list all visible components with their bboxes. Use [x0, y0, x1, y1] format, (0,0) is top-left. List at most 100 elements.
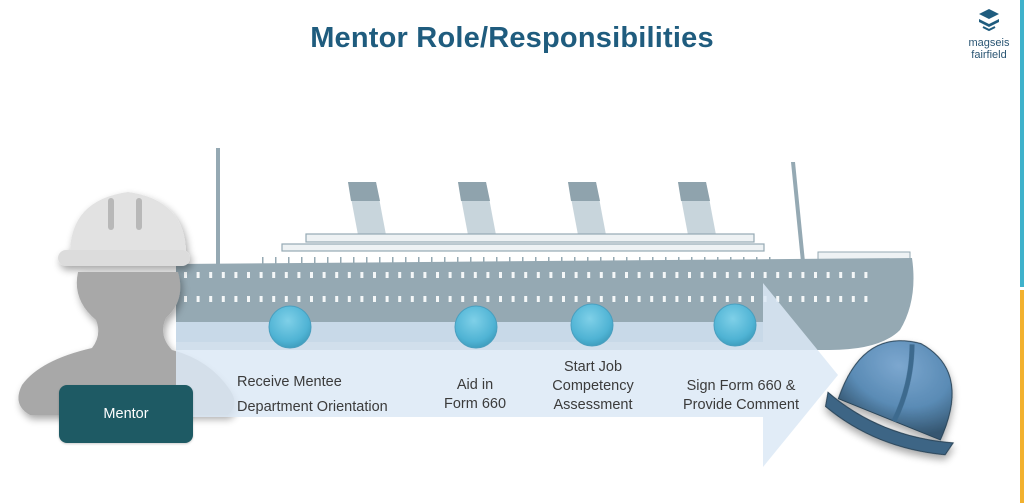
porthole [436, 272, 439, 278]
porthole [574, 272, 578, 278]
white-hardhat-icon [58, 192, 190, 266]
porthole [461, 272, 465, 278]
porthole [612, 272, 616, 278]
rail-post [691, 257, 693, 264]
porthole [688, 296, 691, 302]
rail-post [470, 257, 472, 264]
porthole [259, 272, 263, 278]
porthole [587, 296, 591, 302]
stacked-layers-icon [979, 9, 999, 32]
porthole [675, 296, 679, 302]
porthole [625, 296, 628, 302]
porthole [662, 272, 666, 278]
rail-post [587, 257, 589, 264]
porthole [511, 272, 515, 278]
ship-upper-deck [305, 233, 755, 243]
porthole [310, 296, 313, 302]
logo-text-line2: fairfield [971, 49, 1007, 61]
porthole [839, 296, 843, 302]
porthole [713, 272, 717, 278]
porthole [725, 296, 729, 302]
porthole [284, 296, 288, 302]
rail-post [405, 257, 407, 264]
rail-post [626, 257, 628, 264]
rail-post [496, 257, 498, 264]
porthole [751, 296, 754, 302]
porthole [763, 272, 767, 278]
rail-post [756, 257, 758, 264]
porthole [751, 272, 754, 278]
step-3-label: Start Job Competency Assessment [538, 358, 648, 415]
porthole [776, 272, 780, 278]
porthole [196, 272, 200, 278]
ship-portholes [184, 272, 868, 302]
porthole [839, 272, 843, 278]
porthole [549, 296, 553, 302]
porthole [486, 272, 490, 278]
porthole [574, 296, 578, 302]
slide-title: Mentor Role/Responsibilities [310, 22, 714, 54]
rail-post [704, 257, 706, 264]
rail-post [717, 257, 719, 264]
step-1-label: Receive Mentee Department Orientation [237, 370, 388, 420]
porthole [776, 296, 780, 302]
step-3-line-3: Assessment [553, 397, 633, 413]
rail-post [418, 257, 420, 264]
porthole [410, 296, 414, 302]
porthole [385, 272, 389, 278]
rail-post [769, 257, 771, 264]
step-2-line-2: Form 660 [443, 396, 507, 412]
rail-post [340, 257, 342, 264]
rail-post [392, 257, 394, 264]
porthole [826, 296, 830, 302]
porthole [322, 272, 326, 278]
rail-post [509, 257, 511, 264]
porthole [221, 296, 225, 302]
porthole [599, 272, 603, 278]
rail-post [379, 257, 381, 264]
porthole [473, 272, 477, 278]
ship-lower-deck [281, 243, 765, 252]
porthole [851, 296, 855, 302]
porthole [461, 296, 465, 302]
porthole [234, 272, 238, 278]
porthole [688, 272, 691, 278]
rail-post [431, 257, 433, 264]
rail-post [275, 257, 277, 264]
porthole [473, 296, 477, 302]
ship-front-mast [216, 148, 220, 268]
porthole [499, 272, 502, 278]
porthole [373, 296, 376, 302]
step-4-line-1: Sign Form 660 & [686, 378, 796, 394]
porthole [448, 272, 452, 278]
porthole [524, 296, 528, 302]
porthole [801, 272, 805, 278]
porthole [524, 272, 528, 278]
rail-post [288, 257, 290, 264]
porthole [436, 296, 439, 302]
porthole [650, 272, 654, 278]
porthole [625, 272, 628, 278]
rail-post [314, 257, 316, 264]
porthole [184, 296, 187, 302]
porthole [272, 272, 276, 278]
porthole [801, 296, 805, 302]
porthole [788, 296, 792, 302]
porthole [272, 296, 276, 302]
porthole [511, 296, 515, 302]
porthole [851, 272, 855, 278]
rail-post [561, 257, 563, 264]
accent-bar-blue [1020, 0, 1024, 287]
step-2-line-1: Aid in [456, 377, 494, 393]
step-3-line-2: Competency [552, 378, 634, 394]
porthole [423, 296, 427, 302]
porthole [310, 272, 313, 278]
rail-post [327, 257, 329, 264]
rail-post [743, 257, 745, 264]
porthole [562, 272, 565, 278]
step-3-line-1: Start Job [563, 359, 623, 375]
rail-post [301, 257, 303, 264]
porthole [360, 272, 364, 278]
porthole [322, 296, 326, 302]
milestone-dot-3 [570, 303, 614, 347]
